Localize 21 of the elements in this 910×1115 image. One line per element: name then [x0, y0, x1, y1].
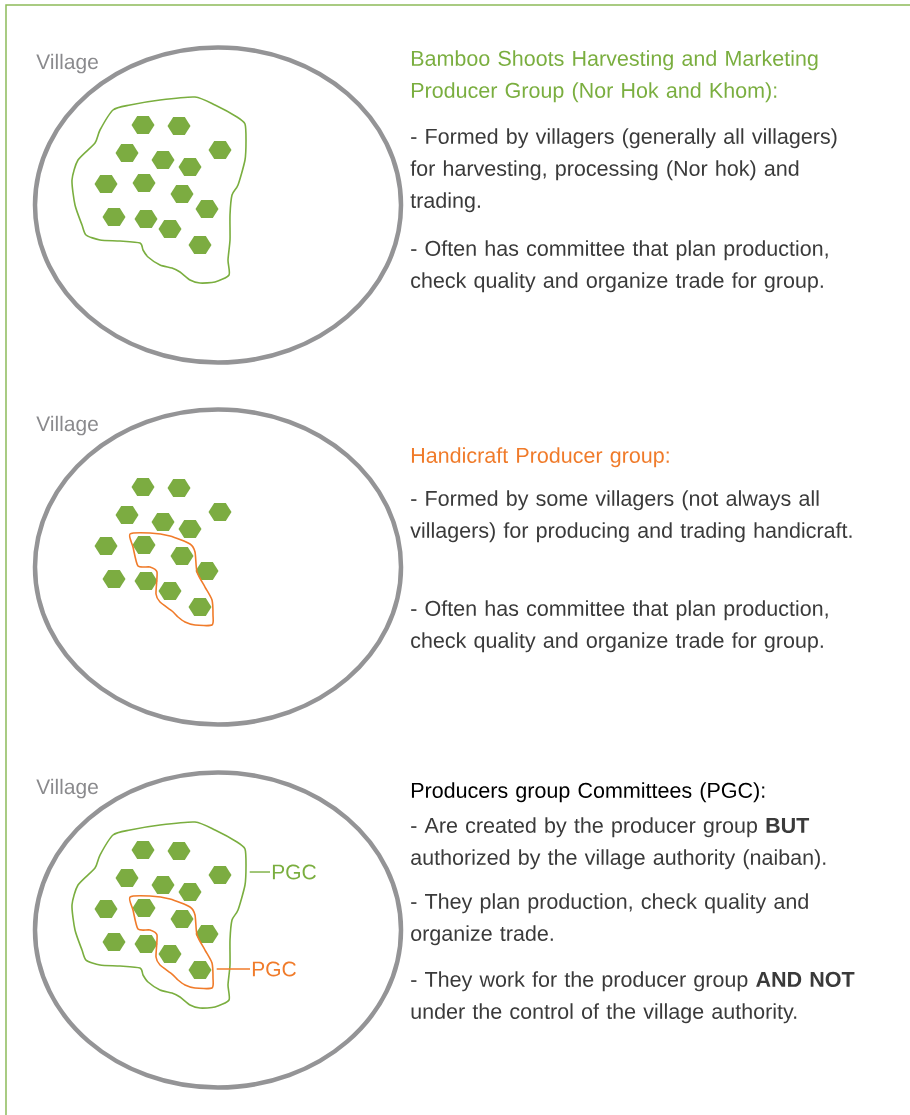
- leader-line: [216, 968, 251, 970]
- village-label: Village: [36, 415, 98, 436]
- group-outline: [71, 96, 247, 284]
- paragraph: - Often has committee that plan production, check quality and organize trade for group.: [411, 600, 828, 653]
- paragraph: - Formed by villagers (generally all villagers) for harvesting, processing (Nor hok) and trading.: [410, 128, 837, 213]
- heading: Bamboo Shoots Harvesting and Marketing Producer Group (Nor Hok and Khom):: [411, 50, 818, 103]
- heading: Producers group Committees (PGC):: [411, 782, 765, 803]
- paragraph: - They plan production, check quality and organize trade.: [411, 893, 808, 946]
- group-label: PGC: [252, 961, 296, 977]
- group-outline: [71, 821, 247, 1009]
- paragraph: - They work for the producer group AND NOT under the control of the village authority.: [411, 971, 855, 1024]
- group-outline: [128, 532, 215, 627]
- group-label: PGC: [272, 864, 316, 880]
- paragraph: - Are created by the producer group BUT authorized by the village authority (naiban).: [411, 817, 826, 870]
- village-label: Village: [36, 778, 98, 799]
- village-label: Village: [36, 53, 98, 74]
- heading: Handicraft Producer group:: [411, 447, 669, 468]
- paragraph: - Formed by some villagers (not always all villagers) for producing and trading handicraft.: [410, 490, 852, 543]
- leader-line: [249, 871, 271, 873]
- paragraph: - Often has committee that plan production, check quality and organize trade for group.: [411, 240, 828, 293]
- group-outline: [128, 895, 215, 990]
